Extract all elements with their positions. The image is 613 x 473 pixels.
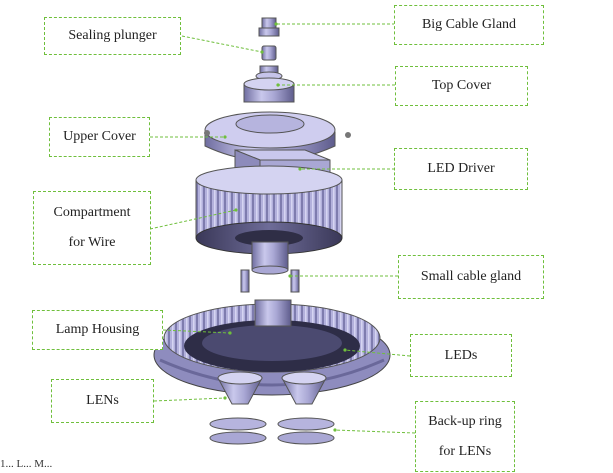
label-lamp-housing: Lamp Housing <box>32 310 163 350</box>
wire-compartment-part <box>195 165 343 255</box>
top-cover-part <box>243 65 295 103</box>
lens-part <box>217 371 327 405</box>
sealing-plunger-part <box>261 45 277 61</box>
label-compartment-for-wire: Compartment for Wire <box>33 191 151 265</box>
label-text: LEDs <box>444 347 478 363</box>
leader-lines <box>149 22 416 434</box>
label-sealing-plunger: Sealing plunger <box>44 17 181 55</box>
label-top-cover: Top Cover <box>395 66 528 106</box>
figure-caption: 1... L... M... <box>0 458 53 470</box>
label-led-driver: LED Driver <box>394 148 528 190</box>
big-cable-gland-part <box>258 17 280 37</box>
label-text: Top Cover <box>431 78 492 93</box>
label-text: Upper Cover <box>63 129 136 144</box>
label-text: Sealing plunger <box>68 28 157 43</box>
label-text: for LENs <box>438 443 492 459</box>
small-cable-gland-part <box>240 241 300 293</box>
label-text: Back-up ring <box>428 413 502 429</box>
label-upper-cover: Upper Cover <box>49 117 150 157</box>
label-small-cable-gland: Small cable gland <box>398 255 544 299</box>
label-lens: LENs <box>51 379 154 423</box>
backup-ring-part <box>209 417 335 445</box>
label-text: LENs <box>86 393 119 408</box>
label-text: Compartment <box>53 205 131 220</box>
lamp-housing-part <box>153 299 391 396</box>
label-text: Small cable gland <box>420 269 522 284</box>
label-big-cable-gland: Big Cable Gland <box>394 5 544 45</box>
label-text: LED Driver <box>427 161 495 176</box>
label-text: Big Cable Gland <box>421 17 517 32</box>
label-text: for Wire <box>68 235 116 250</box>
label-text: Lamp Housing <box>55 322 140 337</box>
label-backup-ring: Back-up ring for LENs <box>415 401 515 472</box>
label-leds: LEDs <box>410 334 512 377</box>
